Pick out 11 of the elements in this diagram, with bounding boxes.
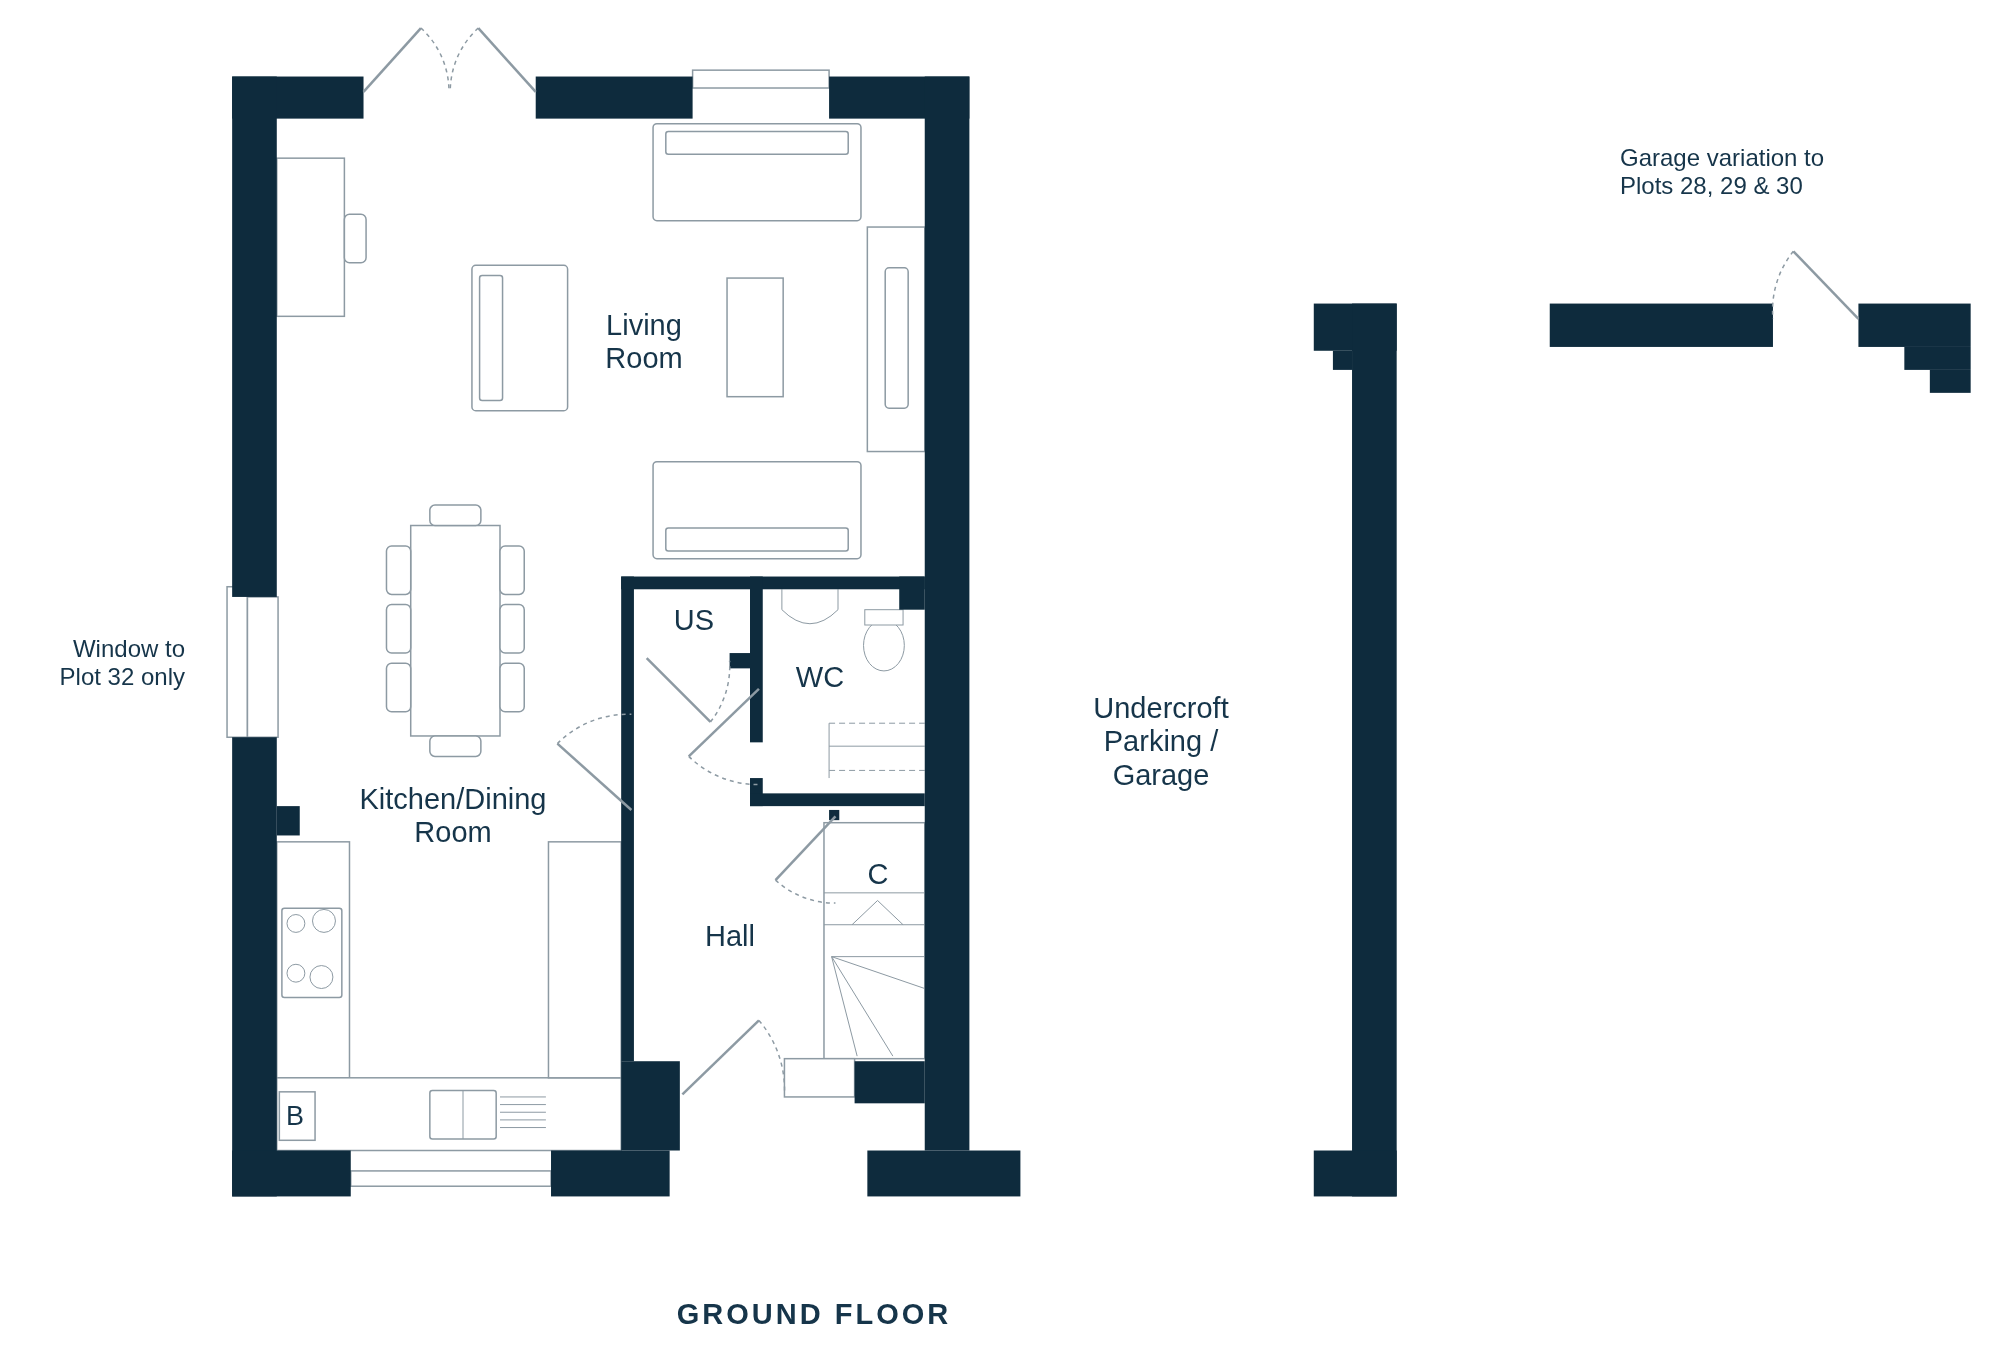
room-label: B: [285, 1101, 305, 1133]
room-label: Hall: [704, 920, 756, 954]
floor-title: GROUND FLOOR: [676, 1297, 952, 1331]
room-label: Kitchen/Dining Room: [358, 782, 548, 850]
note-text: Garage variation to Plots 28, 29 & 30: [1620, 144, 1826, 200]
room-label: C: [866, 858, 890, 892]
area-label: Undercroft Parking / Garage: [1092, 692, 1230, 792]
room-label: Living Room: [604, 308, 684, 376]
note-text: Window to Plot 32 only: [58, 635, 185, 691]
room-label: WC: [794, 661, 846, 695]
room-label: US: [672, 604, 716, 638]
